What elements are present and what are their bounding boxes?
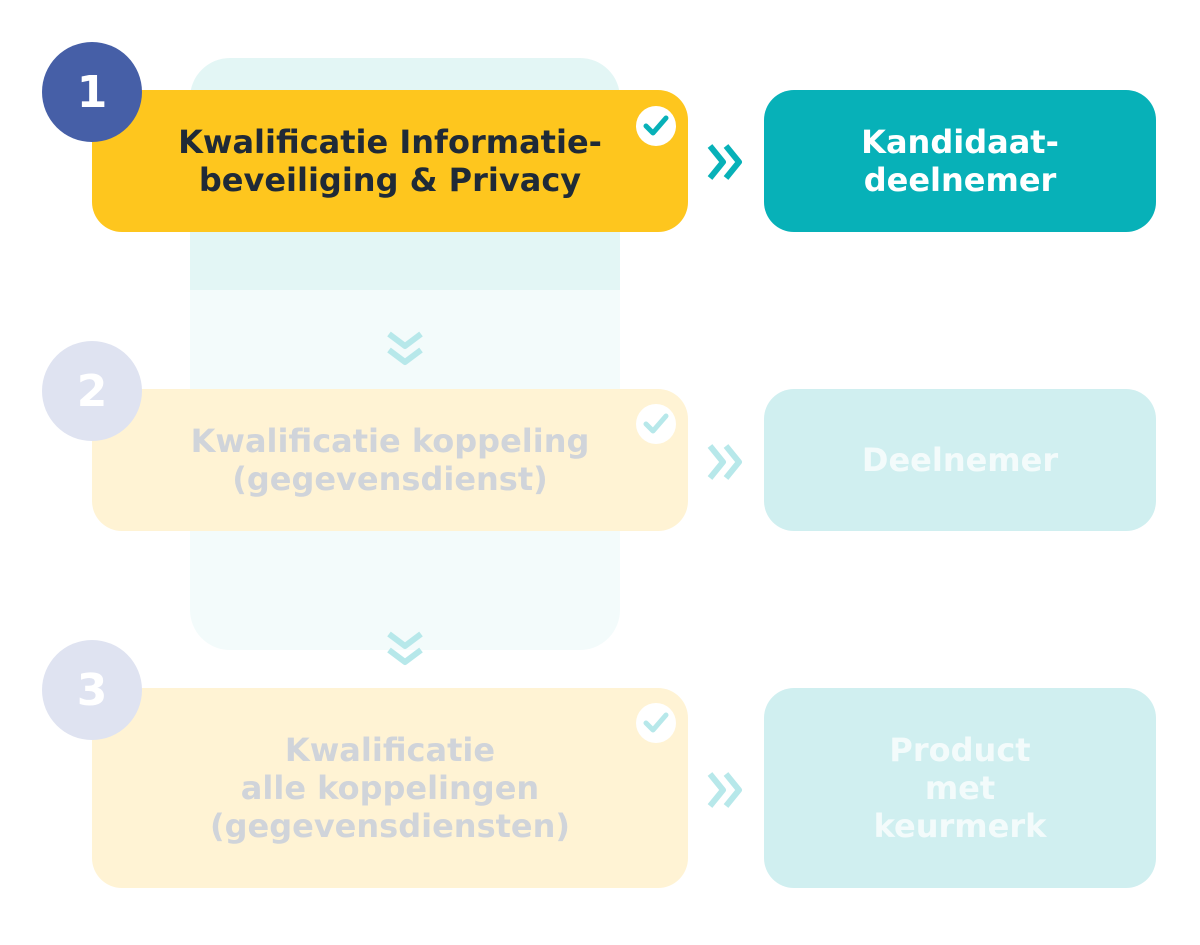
result-1-box: Kandidaat- deelnemer <box>764 90 1156 232</box>
result-3-box: Product met keurmerk <box>764 688 1156 888</box>
step-1-number: 1 <box>76 66 108 118</box>
step-3-title-line: Kwalificatie <box>284 731 496 769</box>
double-chevron-down-icon <box>387 631 423 665</box>
step-1-title-line: Kwalificatie Informatie- <box>178 123 602 161</box>
double-chevron-down-icon <box>387 331 423 365</box>
step-1-badge: 1 <box>42 42 142 142</box>
result-2-box: Deelnemer <box>764 389 1156 531</box>
check-icon <box>636 106 676 146</box>
step-2-number: 2 <box>76 365 108 417</box>
check-icon <box>636 703 676 743</box>
step-2-box: Kwalificatie koppeling (gegevensdienst) <box>92 389 688 531</box>
check-icon <box>636 404 676 444</box>
step-1-box: Kwalificatie Informatie- beveiliging & P… <box>92 90 688 232</box>
step-2-badge: 2 <box>42 341 142 441</box>
double-chevron-right-icon <box>707 144 742 180</box>
step-3-number: 3 <box>76 664 108 716</box>
result-3-line: keurmerk <box>873 807 1047 845</box>
step-3-badge: 3 <box>42 640 142 740</box>
step-1-title-line: beveiliging & Privacy <box>198 161 582 199</box>
result-1-line: Kandidaat- <box>861 123 1059 161</box>
step-2-title-line: (gegevensdienst) <box>232 460 548 498</box>
result-1-line: deelnemer <box>863 161 1057 199</box>
result-3-line: Product <box>889 731 1031 769</box>
step-3-box: Kwalificatie alle koppelingen (gegevensd… <box>92 688 688 888</box>
step-3-title-line: (gegevensdiensten) <box>209 807 571 845</box>
double-chevron-right-icon <box>707 772 742 808</box>
step-2-title-line: Kwalificatie koppeling <box>190 422 590 460</box>
double-chevron-right-icon <box>707 444 742 480</box>
result-3-line: met <box>924 769 996 807</box>
step-3-title-line: alle koppelingen <box>240 769 540 807</box>
result-2-line: Deelnemer <box>861 441 1059 479</box>
